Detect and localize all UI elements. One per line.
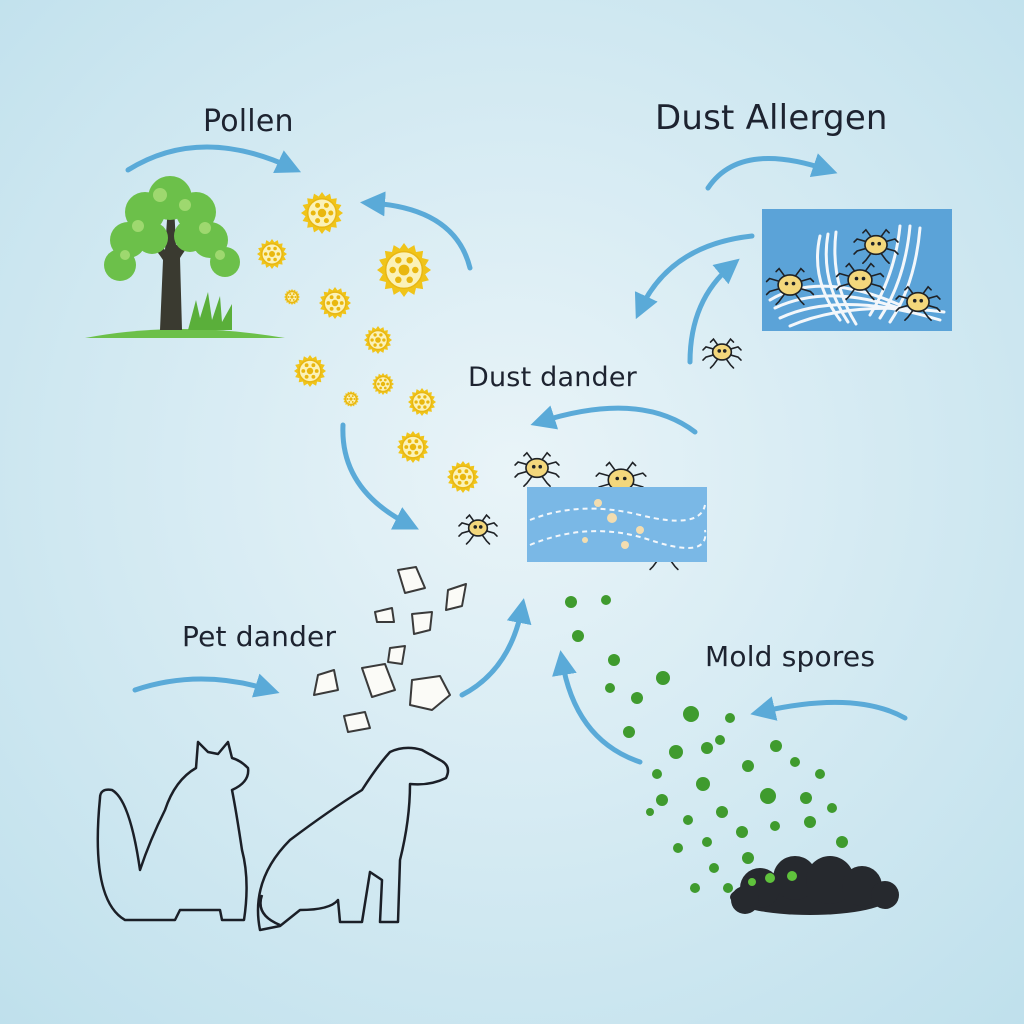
mold-patch-icon bbox=[730, 856, 899, 915]
mold-spore-icon bbox=[656, 794, 668, 806]
pollen-grain-icon bbox=[408, 388, 436, 416]
dust-mite-icon bbox=[835, 262, 885, 301]
dander-flake-icon bbox=[313, 566, 467, 733]
cat-outline-icon bbox=[96, 740, 250, 922]
label-dust-dander: Dust dander bbox=[468, 362, 637, 393]
pollen-grain-icon bbox=[301, 192, 343, 234]
mold-spore-icon bbox=[723, 883, 733, 893]
mold-spore-icon bbox=[696, 777, 710, 791]
pollen-grain-icon bbox=[377, 243, 431, 297]
mold-spore-icon bbox=[702, 837, 712, 847]
mold-spore-icon bbox=[804, 816, 816, 828]
mold-spore-icon bbox=[760, 788, 776, 804]
mold-spore-icon bbox=[623, 726, 635, 738]
mold-spore-icon bbox=[608, 654, 620, 666]
mold-spore-icon bbox=[669, 745, 683, 759]
dust-mite-icon bbox=[853, 228, 899, 264]
mold-spore-icon bbox=[790, 757, 800, 767]
mold-spore-icon bbox=[836, 836, 848, 848]
dust-dander-panel bbox=[527, 487, 707, 562]
label-pet-dander: Pet dander bbox=[182, 620, 337, 653]
pollen-grain-icon bbox=[319, 287, 351, 319]
mold-spore-icon bbox=[683, 706, 699, 722]
pollen-grain-icon bbox=[343, 391, 359, 407]
mold-spore-icon bbox=[725, 713, 735, 723]
mold-spore-icon bbox=[800, 792, 812, 804]
mold-spore-icon bbox=[631, 692, 643, 704]
pollen-grain-icon bbox=[447, 461, 479, 493]
mold-spore-icon bbox=[605, 683, 615, 693]
dog-outline-icon bbox=[256, 746, 450, 932]
mold-spore-icon bbox=[652, 769, 662, 779]
pollen-grain-icon bbox=[372, 373, 394, 395]
mold-spore-icon bbox=[770, 740, 782, 752]
mold-spore-icon bbox=[683, 815, 693, 825]
pollen-grain-icon bbox=[257, 239, 287, 269]
pollen-grain-icon bbox=[397, 431, 429, 463]
mold-spore-icon bbox=[690, 883, 700, 893]
mold-spore-icon bbox=[656, 671, 670, 685]
flow-arrow-icon bbox=[125, 144, 908, 765]
label-dust-allergen: Dust Allergen bbox=[655, 98, 888, 138]
mold-spore-icon bbox=[601, 595, 611, 605]
tree-icon bbox=[85, 176, 285, 338]
dust-mite-icon bbox=[895, 285, 941, 321]
mold-spore-icon bbox=[815, 769, 825, 779]
label-mold-spores: Mold spores bbox=[705, 640, 876, 673]
mold-spore-icon bbox=[701, 742, 713, 754]
dust-mite-icon bbox=[514, 451, 560, 487]
mold-spore-icon bbox=[827, 803, 837, 813]
mold-spore-icon bbox=[572, 630, 584, 642]
mold-spore-icon bbox=[709, 863, 719, 873]
mold-spore-icon bbox=[770, 821, 780, 831]
mold-spore-icon bbox=[742, 852, 754, 864]
label-pollen: Pollen bbox=[203, 104, 294, 139]
mold-spore-icon bbox=[715, 735, 725, 745]
pollen-cluster bbox=[257, 192, 479, 493]
dust-mite-icon bbox=[765, 267, 815, 306]
pollen-grain-icon bbox=[294, 355, 326, 387]
spore-cloud bbox=[565, 595, 848, 893]
dust-mite-icon bbox=[702, 337, 742, 369]
mold-spore-icon bbox=[742, 760, 754, 772]
mold-spore-icon bbox=[565, 596, 577, 608]
mold-spore-icon bbox=[716, 806, 728, 818]
mold-spore-icon bbox=[673, 843, 683, 853]
mold-surface-spores bbox=[748, 871, 797, 886]
pollen-grain-icon bbox=[364, 326, 392, 354]
mold-spore-icon bbox=[646, 808, 654, 816]
dust-mite-icon bbox=[458, 513, 498, 545]
mold-spore-icon bbox=[736, 826, 748, 838]
pollen-grain-icon bbox=[284, 289, 300, 305]
